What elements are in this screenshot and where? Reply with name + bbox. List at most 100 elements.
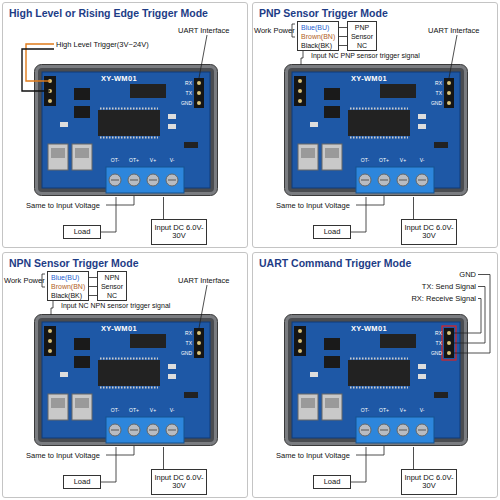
pin-label: OT+ — [129, 157, 139, 163]
annotation: Work Power — [4, 276, 45, 285]
power-input-box: Input DC 6.0V-30V — [151, 469, 207, 495]
pin-label: GND — [181, 100, 192, 106]
wire-color-box: Blue(BU)Brown(BN)Black(BK) — [297, 21, 339, 51]
box-label: Input DC 6.0V-30V — [402, 224, 456, 241]
box-label: PNP Sensor NC — [348, 23, 376, 50]
panel-heading: PNP Sensor Trigger Mode — [259, 7, 388, 19]
pin-label: TX — [186, 340, 192, 346]
box-label: Input DC 6.0V-30V — [152, 474, 206, 491]
load-box: Load — [313, 225, 351, 239]
wire-connector — [101, 197, 116, 232]
leader-line — [106, 446, 134, 455]
wire-connector — [413, 197, 414, 219]
ground-wire — [44, 90, 50, 91]
load-box: Load — [313, 475, 351, 489]
box-label: XY-WM01 — [351, 74, 387, 83]
pin-label: TX — [436, 90, 442, 96]
quadrant-art — [285, 24, 468, 205]
box-label: XY-WM01 — [351, 324, 387, 333]
pin-label: OT- — [111, 407, 119, 413]
pin-label: TX — [436, 340, 442, 346]
ground-wire — [22, 49, 54, 91]
wire-connector — [301, 51, 303, 65]
board-illustration — [285, 65, 468, 196]
signal-label: Input NC NPN sensor trigger signal — [61, 301, 170, 310]
annotation: UART Interface — [178, 276, 229, 285]
power-input-box: Input DC 6.0V-30V — [401, 219, 457, 245]
board-illustration — [285, 315, 468, 446]
board-illustration — [35, 315, 218, 446]
box-label: Input DC 6.0V-30V — [402, 474, 456, 491]
pin-label: RX — [435, 330, 442, 336]
wire-color-label: Black(BK) — [51, 291, 85, 300]
load-box: Load — [63, 225, 101, 239]
highlight-frame — [442, 326, 456, 360]
box-label: Load — [324, 228, 341, 236]
box-label: Load — [74, 478, 91, 486]
pin-label: OT- — [361, 157, 369, 163]
annotation: Work Power — [254, 26, 295, 35]
pin-label: OT- — [111, 157, 119, 163]
panel-heading: High Level or Rising Edge Trigger Mode — [9, 7, 208, 19]
pin-label: V- — [170, 407, 175, 413]
box-label: Input DC 6.0V-30V — [152, 224, 206, 241]
mode-panel: High Level or Rising Edge Trigger ModeXY… — [2, 2, 248, 248]
pin-label: RX — [185, 80, 192, 86]
pin-label: OT+ — [379, 407, 389, 413]
quadrant-art — [285, 275, 491, 456]
pin-label: V- — [170, 157, 175, 163]
signal-label: Input NC PNP sensor trigger signal — [311, 51, 420, 60]
wire-connector — [351, 447, 366, 482]
pin-label: OT- — [361, 407, 369, 413]
leader-line — [106, 196, 134, 205]
pin-label: V- — [420, 407, 425, 413]
box-label: XY-WM01 — [101, 74, 137, 83]
pin-label: V- — [420, 157, 425, 163]
annotation: GND — [459, 270, 476, 279]
annotation: UART Interface — [428, 26, 479, 35]
wire-connector — [351, 197, 366, 232]
pin-label: V+ — [150, 157, 156, 163]
wire-color-box: Blue(BU)Brown(BN)Black(BK) — [47, 271, 89, 301]
box-label: Load — [74, 228, 91, 236]
pin-label: TX — [186, 90, 192, 96]
power-input-box: Input DC 6.0V-30V — [401, 469, 457, 495]
annotation: RX: Receive Signal — [411, 294, 476, 303]
pin-label: RX — [185, 330, 192, 336]
box-label: XY-WM01 — [101, 324, 137, 333]
leader-line — [356, 196, 384, 205]
leader-line — [356, 446, 384, 455]
mode-panel: NPN Sensor Trigger ModeBlue(BU)Brown(BN)… — [2, 252, 248, 498]
pin-label: OT+ — [379, 157, 389, 163]
pin-label: V+ — [400, 407, 406, 413]
box-label: NPN Sensor NC — [98, 273, 126, 300]
quadrant-art — [35, 274, 218, 455]
wire-connector — [163, 447, 164, 469]
board-illustration — [35, 65, 218, 196]
sensor-box: NPN Sensor NC — [97, 271, 127, 301]
load-box: Load — [63, 475, 101, 489]
wire-color-label: Black(BK) — [301, 41, 335, 50]
leader-line — [199, 35, 207, 78]
mode-panel: PNP Sensor Trigger ModeBlue(BU)Brown(BN)… — [252, 2, 498, 248]
wire-color-label: Brown(BN) — [51, 282, 85, 291]
annotation: Same to Input Voltage — [26, 201, 100, 210]
annotation: High Level Trigger(3V~24V) — [56, 40, 149, 49]
wire-connector — [163, 197, 164, 219]
pin-label: RX — [435, 80, 442, 86]
annotation: Same to Input Voltage — [276, 201, 350, 210]
wire-connector — [89, 278, 97, 296]
annotation: Same to Input Voltage — [276, 451, 350, 460]
annotation: UART Interface — [178, 26, 229, 35]
pin-label: GND — [181, 350, 192, 356]
leader-line — [449, 35, 457, 78]
leader-line — [454, 299, 481, 334]
wire-connector — [51, 301, 53, 315]
quadrant-art — [22, 35, 218, 205]
wire-color-label: Brown(BN) — [301, 32, 335, 41]
annotation: Same to Input Voltage — [26, 451, 100, 460]
panel-heading: UART Command Trigger Mode — [259, 257, 411, 269]
panel-heading: NPN Sensor Trigger Mode — [9, 257, 139, 269]
